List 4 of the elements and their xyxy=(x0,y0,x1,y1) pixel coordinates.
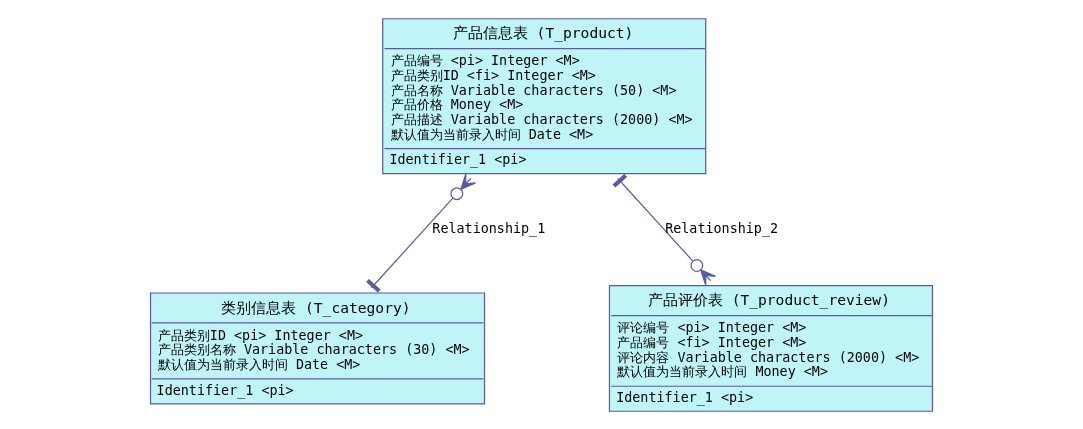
connector xyxy=(366,172,477,293)
connector xyxy=(612,173,717,286)
edge-label: Relationship_2 xyxy=(665,220,779,236)
edge-label: Relationship_1 xyxy=(432,220,546,236)
